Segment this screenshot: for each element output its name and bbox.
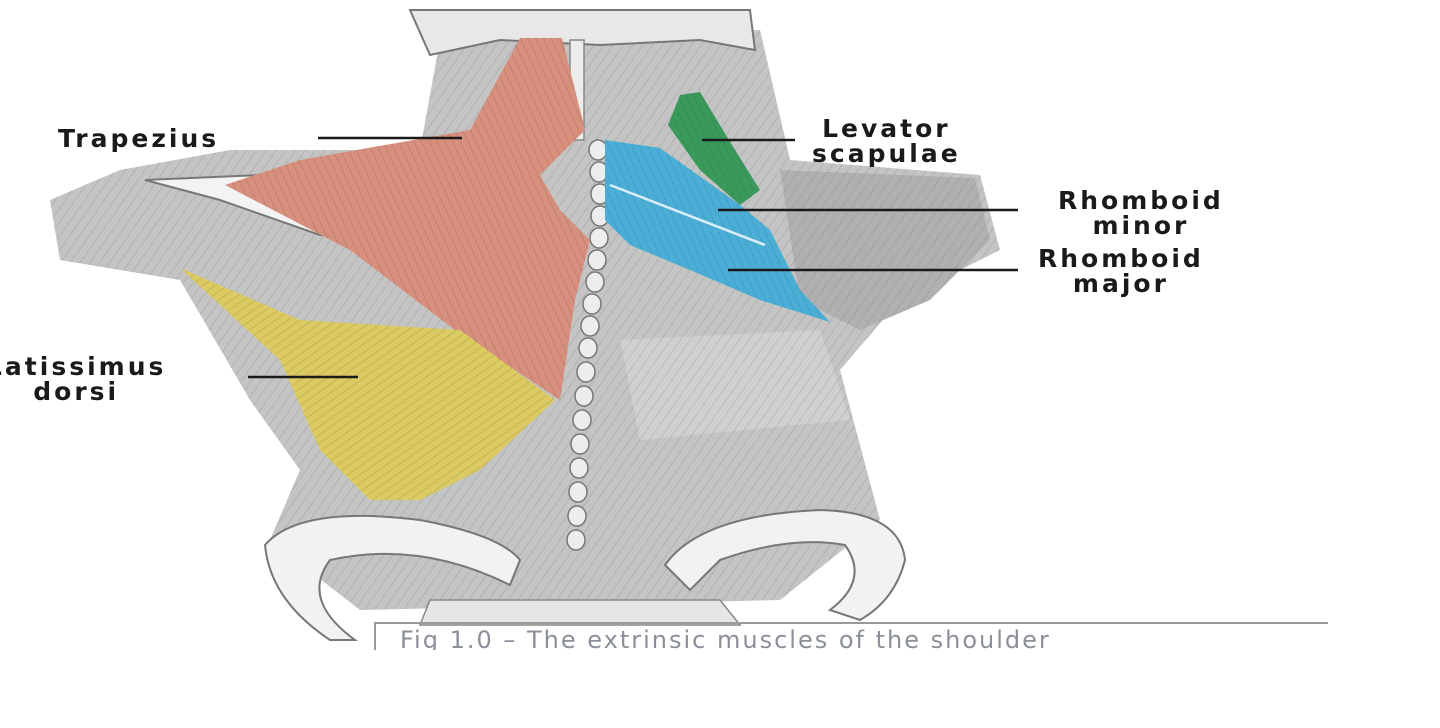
- label-levator-line1: Levator: [822, 114, 951, 143]
- label-rhomboid-minor-line2: minor: [1092, 211, 1190, 240]
- label-rhomboid-minor-line1: Rhomboid: [1058, 186, 1224, 215]
- label-rhomboid-major-line2: major: [1072, 269, 1169, 298]
- label-trapezius-text: Trapezius: [58, 124, 220, 153]
- trapezius-muscle: [225, 38, 590, 400]
- label-latissimus-line2: dorsi: [33, 377, 120, 406]
- label-levator-line2: scapulae: [812, 139, 961, 168]
- label-levator-scapulae: Levator scapulae: [812, 116, 961, 166]
- label-latissimus-dorsi: Latissimus dorsi: [0, 354, 166, 404]
- label-rhomboid-major: Rhomboid major: [1038, 246, 1204, 296]
- latissimus-dorsi-muscle: [180, 268, 555, 500]
- label-trapezius: Trapezius: [58, 126, 219, 151]
- figure-caption: Fig 1.0 – The extrinsic muscles of the s…: [374, 622, 1328, 650]
- levator-scapulae-muscle: [668, 92, 760, 205]
- rhomboid-muscles: [605, 140, 830, 322]
- label-rhomboid-minor: Rhomboid minor: [1058, 188, 1224, 238]
- skull-base: [408, 9, 757, 57]
- label-latissimus-line1: Latissimus: [0, 352, 167, 381]
- pelvis: [263, 508, 907, 641]
- label-rhomboid-major-line1: Rhomboid: [1038, 244, 1204, 273]
- leader-lines: [248, 136, 1018, 379]
- figure-caption-text: Fig 1.0 – The extrinsic muscles of the s…: [400, 626, 1051, 650]
